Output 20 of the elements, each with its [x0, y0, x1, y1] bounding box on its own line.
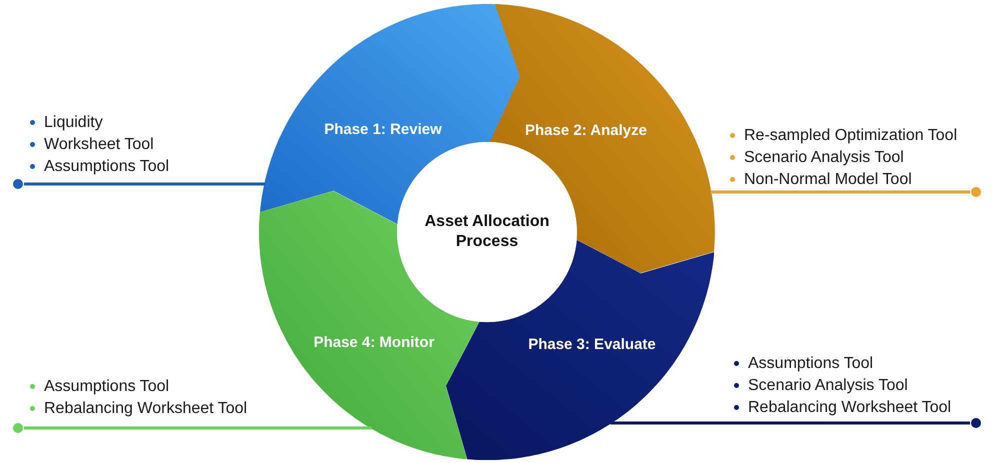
leader-line	[710, 186, 982, 198]
bullet-item: Assumptions Tool	[28, 377, 170, 397]
leader-line	[12, 178, 266, 190]
bullet-item: Worksheet Tool	[28, 135, 154, 155]
bullet-item: Assumptions Tool	[732, 354, 874, 374]
phase-label: Phase 1: Review	[324, 121, 442, 139]
bullet-item: Assumptions Tool	[28, 157, 170, 177]
bullet-item: Scenario Analysis Tool	[732, 376, 908, 396]
bullet-item: Non-Normal Model Tool	[728, 170, 912, 190]
bullet-item: Liquidity	[28, 113, 103, 133]
bullet-item: Rebalancing Worksheet Tool	[28, 399, 248, 419]
phase-label: Phase 4: Monitor	[314, 334, 434, 352]
bullet-item: Scenario Analysis Tool	[728, 148, 904, 168]
phase-label: Phase 2: Analyze	[524, 122, 647, 140]
bullet-item: Rebalancing Worksheet Tool	[732, 398, 952, 418]
bullet-item: Re-sampled Optimization Tool	[728, 126, 958, 146]
leader-line	[610, 417, 982, 429]
phase-label: Phase 3: Evaluate	[528, 336, 656, 354]
center-title: Asset Allocation Process	[424, 212, 550, 252]
leader-line	[12, 422, 372, 434]
